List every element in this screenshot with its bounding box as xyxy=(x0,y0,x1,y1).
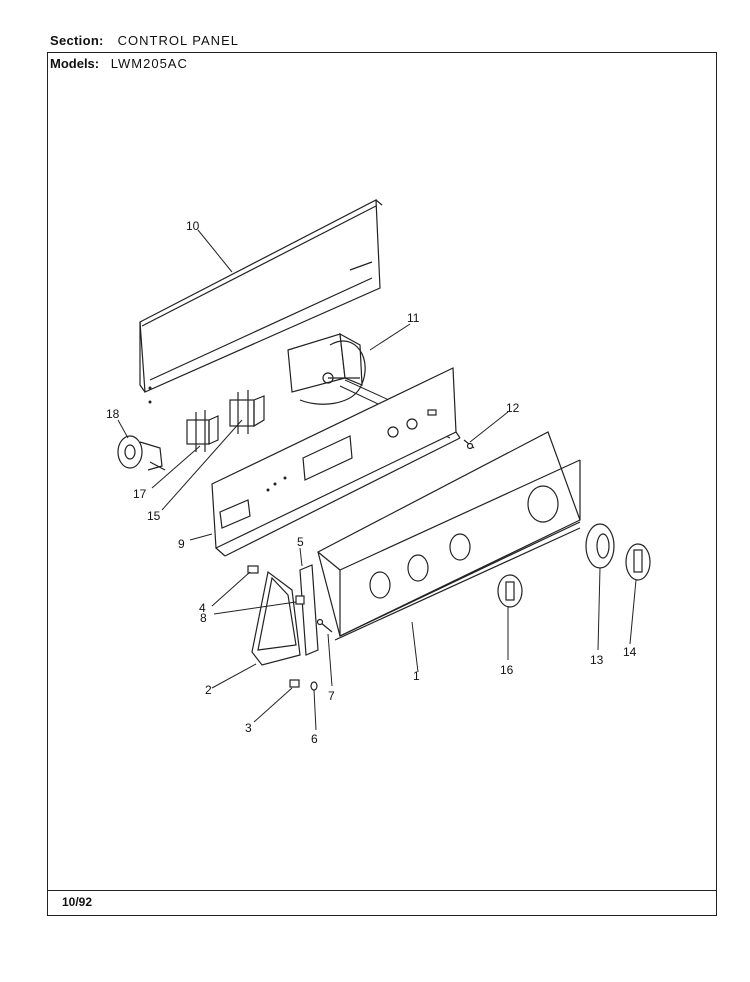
part-4-clip xyxy=(247,565,259,574)
revision-date: 10/92 xyxy=(62,895,93,909)
leader-lines xyxy=(117,229,637,731)
section-heading: Section: CONTROL PANEL xyxy=(50,33,239,48)
part-5-bracket xyxy=(299,564,319,656)
part-12-screw xyxy=(463,439,475,450)
footer-divider xyxy=(47,890,717,891)
callout-12: 12 xyxy=(506,401,520,415)
callout-14: 14 xyxy=(623,645,637,659)
diagram-frame xyxy=(47,52,717,916)
part-8-clip xyxy=(295,595,305,605)
part-18-pressure-switch xyxy=(117,435,166,471)
callout-2: 2 xyxy=(205,683,212,697)
callout-1: 1 xyxy=(413,669,420,683)
part-14-knob xyxy=(625,543,651,581)
callout-3: 3 xyxy=(245,721,252,735)
callout-16: 16 xyxy=(500,663,514,677)
part-10-rear-panel xyxy=(139,199,383,404)
part-9-panel-plate xyxy=(211,367,461,557)
models-label: Models: xyxy=(50,56,100,71)
callout-13: 13 xyxy=(590,653,604,667)
callout-10: 10 xyxy=(186,219,200,233)
part-16-knob xyxy=(497,574,523,608)
callout-17: 17 xyxy=(133,487,147,501)
callout-18: 18 xyxy=(106,407,120,421)
part-13-dial xyxy=(585,523,615,569)
models-heading: Models: LWM205AC xyxy=(50,56,188,71)
callout-11: 11 xyxy=(407,311,420,325)
callout-5: 5 xyxy=(297,535,304,549)
callout-4: 4 xyxy=(199,601,206,615)
part-2-end-cap xyxy=(251,570,301,666)
part-6-clip xyxy=(310,681,318,691)
section-value: CONTROL PANEL xyxy=(117,33,239,48)
part-3-clip xyxy=(289,679,300,688)
callout-8: 8 xyxy=(200,611,207,625)
callout-9: 9 xyxy=(178,537,185,551)
callout-15: 15 xyxy=(147,509,161,523)
part-15-switch xyxy=(229,390,265,434)
part-17-switch xyxy=(186,410,219,452)
callout-7: 7 xyxy=(328,689,335,703)
models-value: LWM205AC xyxy=(110,56,188,71)
callout-6: 6 xyxy=(311,732,318,746)
part-7-screw xyxy=(316,618,333,633)
part-1-console xyxy=(317,431,581,641)
section-label: Section: xyxy=(50,33,104,48)
